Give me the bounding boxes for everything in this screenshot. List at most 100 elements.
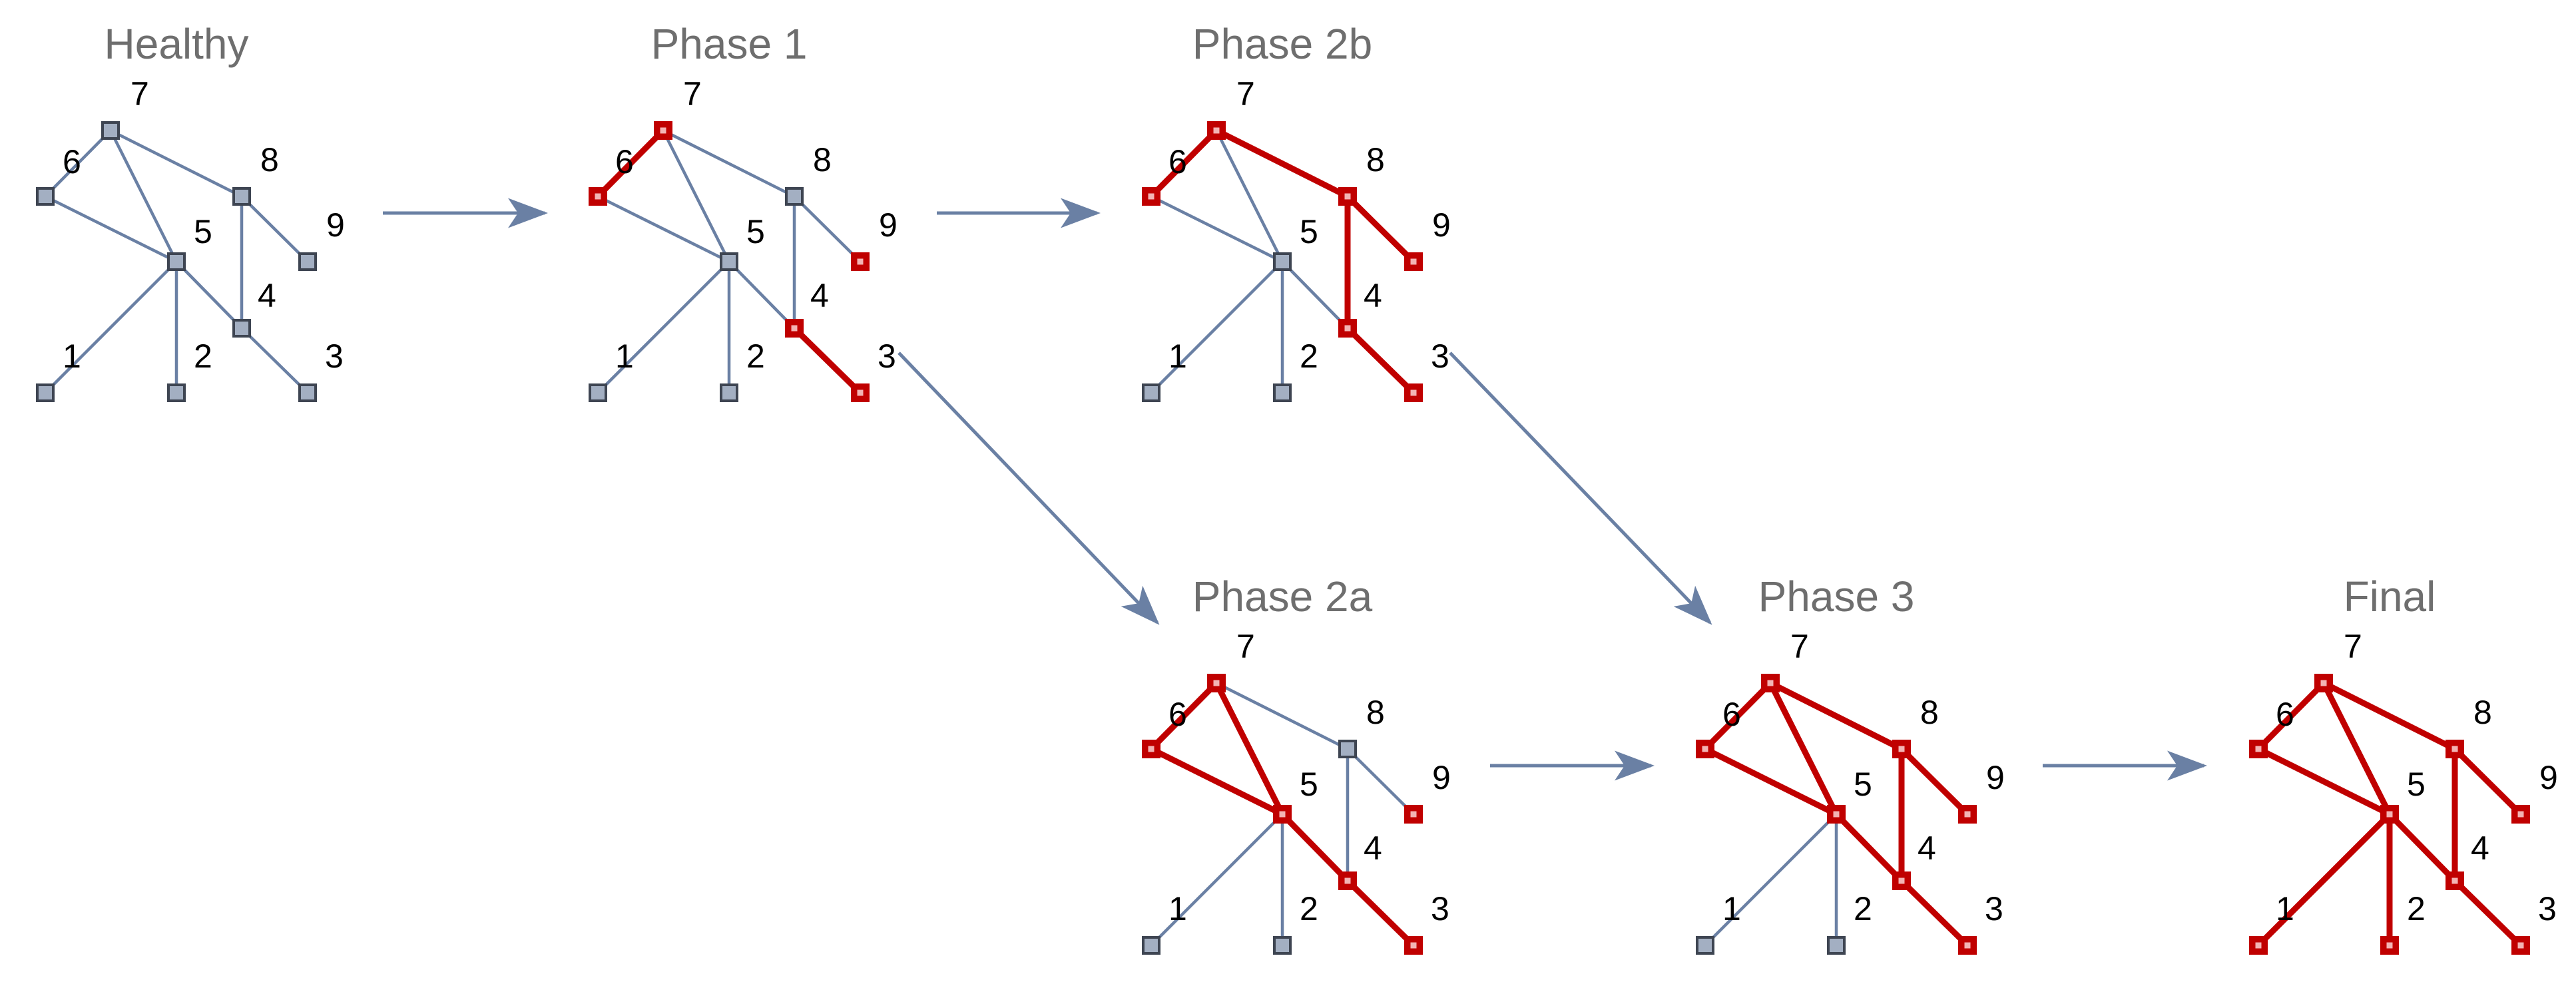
node-label-1: 1	[615, 338, 634, 375]
node-6-infected	[1142, 187, 1160, 206]
node-label-4: 4	[810, 277, 829, 314]
edge-4-3	[2451, 877, 2524, 949]
node-label-1: 1	[1722, 890, 1741, 927]
edge-7-5	[1767, 680, 1840, 818]
node-label-9: 9	[1432, 206, 1451, 244]
node-9-healthy	[298, 252, 317, 271]
edge-6-5	[596, 194, 731, 264]
node-7-healthy	[101, 121, 120, 140]
node-label-2: 2	[2407, 890, 2426, 927]
panel-title: Phase 1	[651, 20, 808, 68]
node-8-infected	[1892, 740, 1911, 758]
node-9-infected	[2511, 805, 2530, 824]
node-label-5: 5	[2407, 766, 2426, 803]
node-3-healthy	[298, 383, 317, 402]
edge-8-9	[1898, 746, 1971, 818]
node-label-2: 2	[746, 338, 765, 375]
node-label-1: 1	[1168, 338, 1187, 375]
node-label-9: 9	[1432, 759, 1451, 796]
edge-8-9	[1344, 193, 1417, 265]
node-6-infected	[589, 187, 607, 206]
edge-5-4	[1833, 811, 1905, 884]
node-label-9: 9	[879, 206, 898, 244]
node-label-8: 8	[1920, 694, 1939, 731]
edge-8-9	[792, 194, 862, 264]
edge-7-5	[1213, 680, 1286, 818]
node-label-8: 8	[260, 141, 279, 178]
node-label-5: 5	[1300, 213, 1318, 250]
edge-5-4	[2386, 811, 2458, 884]
panel-title: Healthy	[105, 20, 249, 68]
node-label-6: 6	[2276, 696, 2294, 733]
node-7-infected	[654, 121, 672, 140]
node-label-4: 4	[1918, 830, 1936, 867]
node-label-5: 5	[746, 213, 765, 250]
edge-5-1	[2255, 811, 2393, 949]
node-label-2: 2	[1854, 890, 1872, 927]
edge-6-7	[595, 127, 666, 200]
node-9-infected	[851, 252, 870, 271]
edge-5-1	[1149, 260, 1284, 395]
node-1-healthy	[589, 383, 607, 402]
node-5-infected	[1827, 805, 1846, 824]
edge-6-5	[2255, 746, 2393, 818]
edge-5-1	[1703, 812, 1838, 947]
node-label-7: 7	[1790, 628, 1809, 665]
node-label-4: 4	[1364, 277, 1382, 314]
node-7-infected	[2314, 674, 2333, 692]
node-label-7: 7	[2344, 628, 2362, 665]
edge-6-7	[1702, 680, 1774, 752]
node-7-infected	[1207, 121, 1226, 140]
node-4-infected	[2446, 871, 2464, 890]
edge-5-1	[596, 260, 731, 395]
node-2-healthy	[720, 383, 738, 402]
edge-4-3	[1344, 877, 1417, 949]
node-5-infected	[2380, 805, 2399, 824]
node-label-9: 9	[1986, 759, 2005, 796]
node-4-infected	[1338, 871, 1357, 890]
node-6-infected	[1142, 740, 1160, 758]
edge-7-8	[1767, 680, 1905, 752]
node-8-healthy	[785, 187, 804, 206]
panel-title: Final	[2344, 573, 2436, 620]
node-label-4: 4	[258, 277, 276, 314]
node-1-infected	[2249, 936, 2268, 955]
edge-6-7	[2255, 680, 2327, 752]
panel-title: Phase 3	[1758, 573, 1915, 620]
node-label-3: 3	[325, 338, 344, 375]
node-label-8: 8	[813, 141, 832, 178]
node-label-6: 6	[63, 143, 81, 180]
edge-5-4	[727, 260, 796, 330]
node-2-healthy	[1273, 383, 1292, 402]
edge-4-3	[1344, 325, 1417, 396]
node-label-9: 9	[326, 206, 345, 244]
node-label-4: 4	[1364, 830, 1382, 867]
node-2-infected	[2380, 936, 2399, 955]
node-1-healthy	[1696, 936, 1714, 955]
node-label-6: 6	[615, 143, 634, 180]
node-9-infected	[1404, 252, 1423, 271]
edge-7-8	[1213, 127, 1351, 200]
edge-4-3	[1898, 877, 1971, 949]
node-label-1: 1	[63, 338, 81, 375]
node-3-infected	[1404, 936, 1423, 955]
edge-5-1	[43, 260, 178, 395]
edge-7-8	[661, 128, 796, 198]
node-label-2: 2	[194, 338, 212, 375]
node-label-3: 3	[1431, 890, 1449, 927]
node-5-healthy	[1273, 252, 1292, 271]
node-8-infected	[1338, 187, 1357, 206]
node-1-healthy	[1142, 383, 1160, 402]
node-1-healthy	[36, 383, 55, 402]
node-3-infected	[1958, 936, 1977, 955]
node-label-5: 5	[194, 213, 212, 250]
node-4-infected	[785, 319, 804, 338]
node-label-6: 6	[1722, 696, 1741, 733]
